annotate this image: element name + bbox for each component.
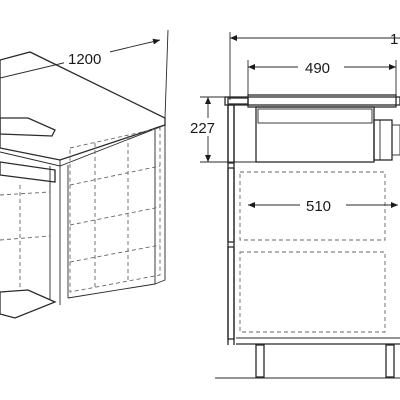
dimension-510-label: 510 bbox=[306, 198, 331, 215]
worktop-outline bbox=[0, 51, 166, 161]
plinth-leg-left bbox=[255, 344, 265, 378]
drawer-lower bbox=[239, 251, 386, 333]
drawer-plate bbox=[0, 289, 57, 319]
section-view: 1 490 227 bbox=[188, 31, 400, 379]
dimension-cropped-label: 1 bbox=[390, 31, 398, 48]
dim-510: 510 bbox=[248, 196, 398, 215]
island-perspective-view: 1200 bbox=[0, 29, 169, 319]
dim-1200: 1200 bbox=[0, 29, 169, 119]
front-panel-top bbox=[227, 104, 235, 164]
hob-extractor-unit bbox=[255, 106, 375, 163]
plinth-leg-right bbox=[385, 344, 395, 378]
dimension-1200-label: 1200 bbox=[68, 51, 101, 68]
worktop-front-edge bbox=[0, 124, 166, 167]
hob-cutout bbox=[0, 117, 56, 137]
dim-227: 227 bbox=[188, 96, 256, 163]
hidden-cabinet-lines bbox=[0, 127, 161, 293]
island-front-panel bbox=[0, 161, 56, 183]
front-panel-bottom bbox=[227, 246, 235, 340]
dimension-227-label: 227 bbox=[190, 120, 215, 137]
section-worktop bbox=[224, 96, 400, 106]
front-panel-middle bbox=[227, 167, 235, 243]
drawer-upper bbox=[239, 171, 386, 241]
dim-490: 490 bbox=[247, 58, 397, 95]
duct-connector bbox=[373, 119, 393, 161]
island-side-panel bbox=[154, 124, 166, 285]
dimension-490-label: 490 bbox=[305, 60, 330, 77]
